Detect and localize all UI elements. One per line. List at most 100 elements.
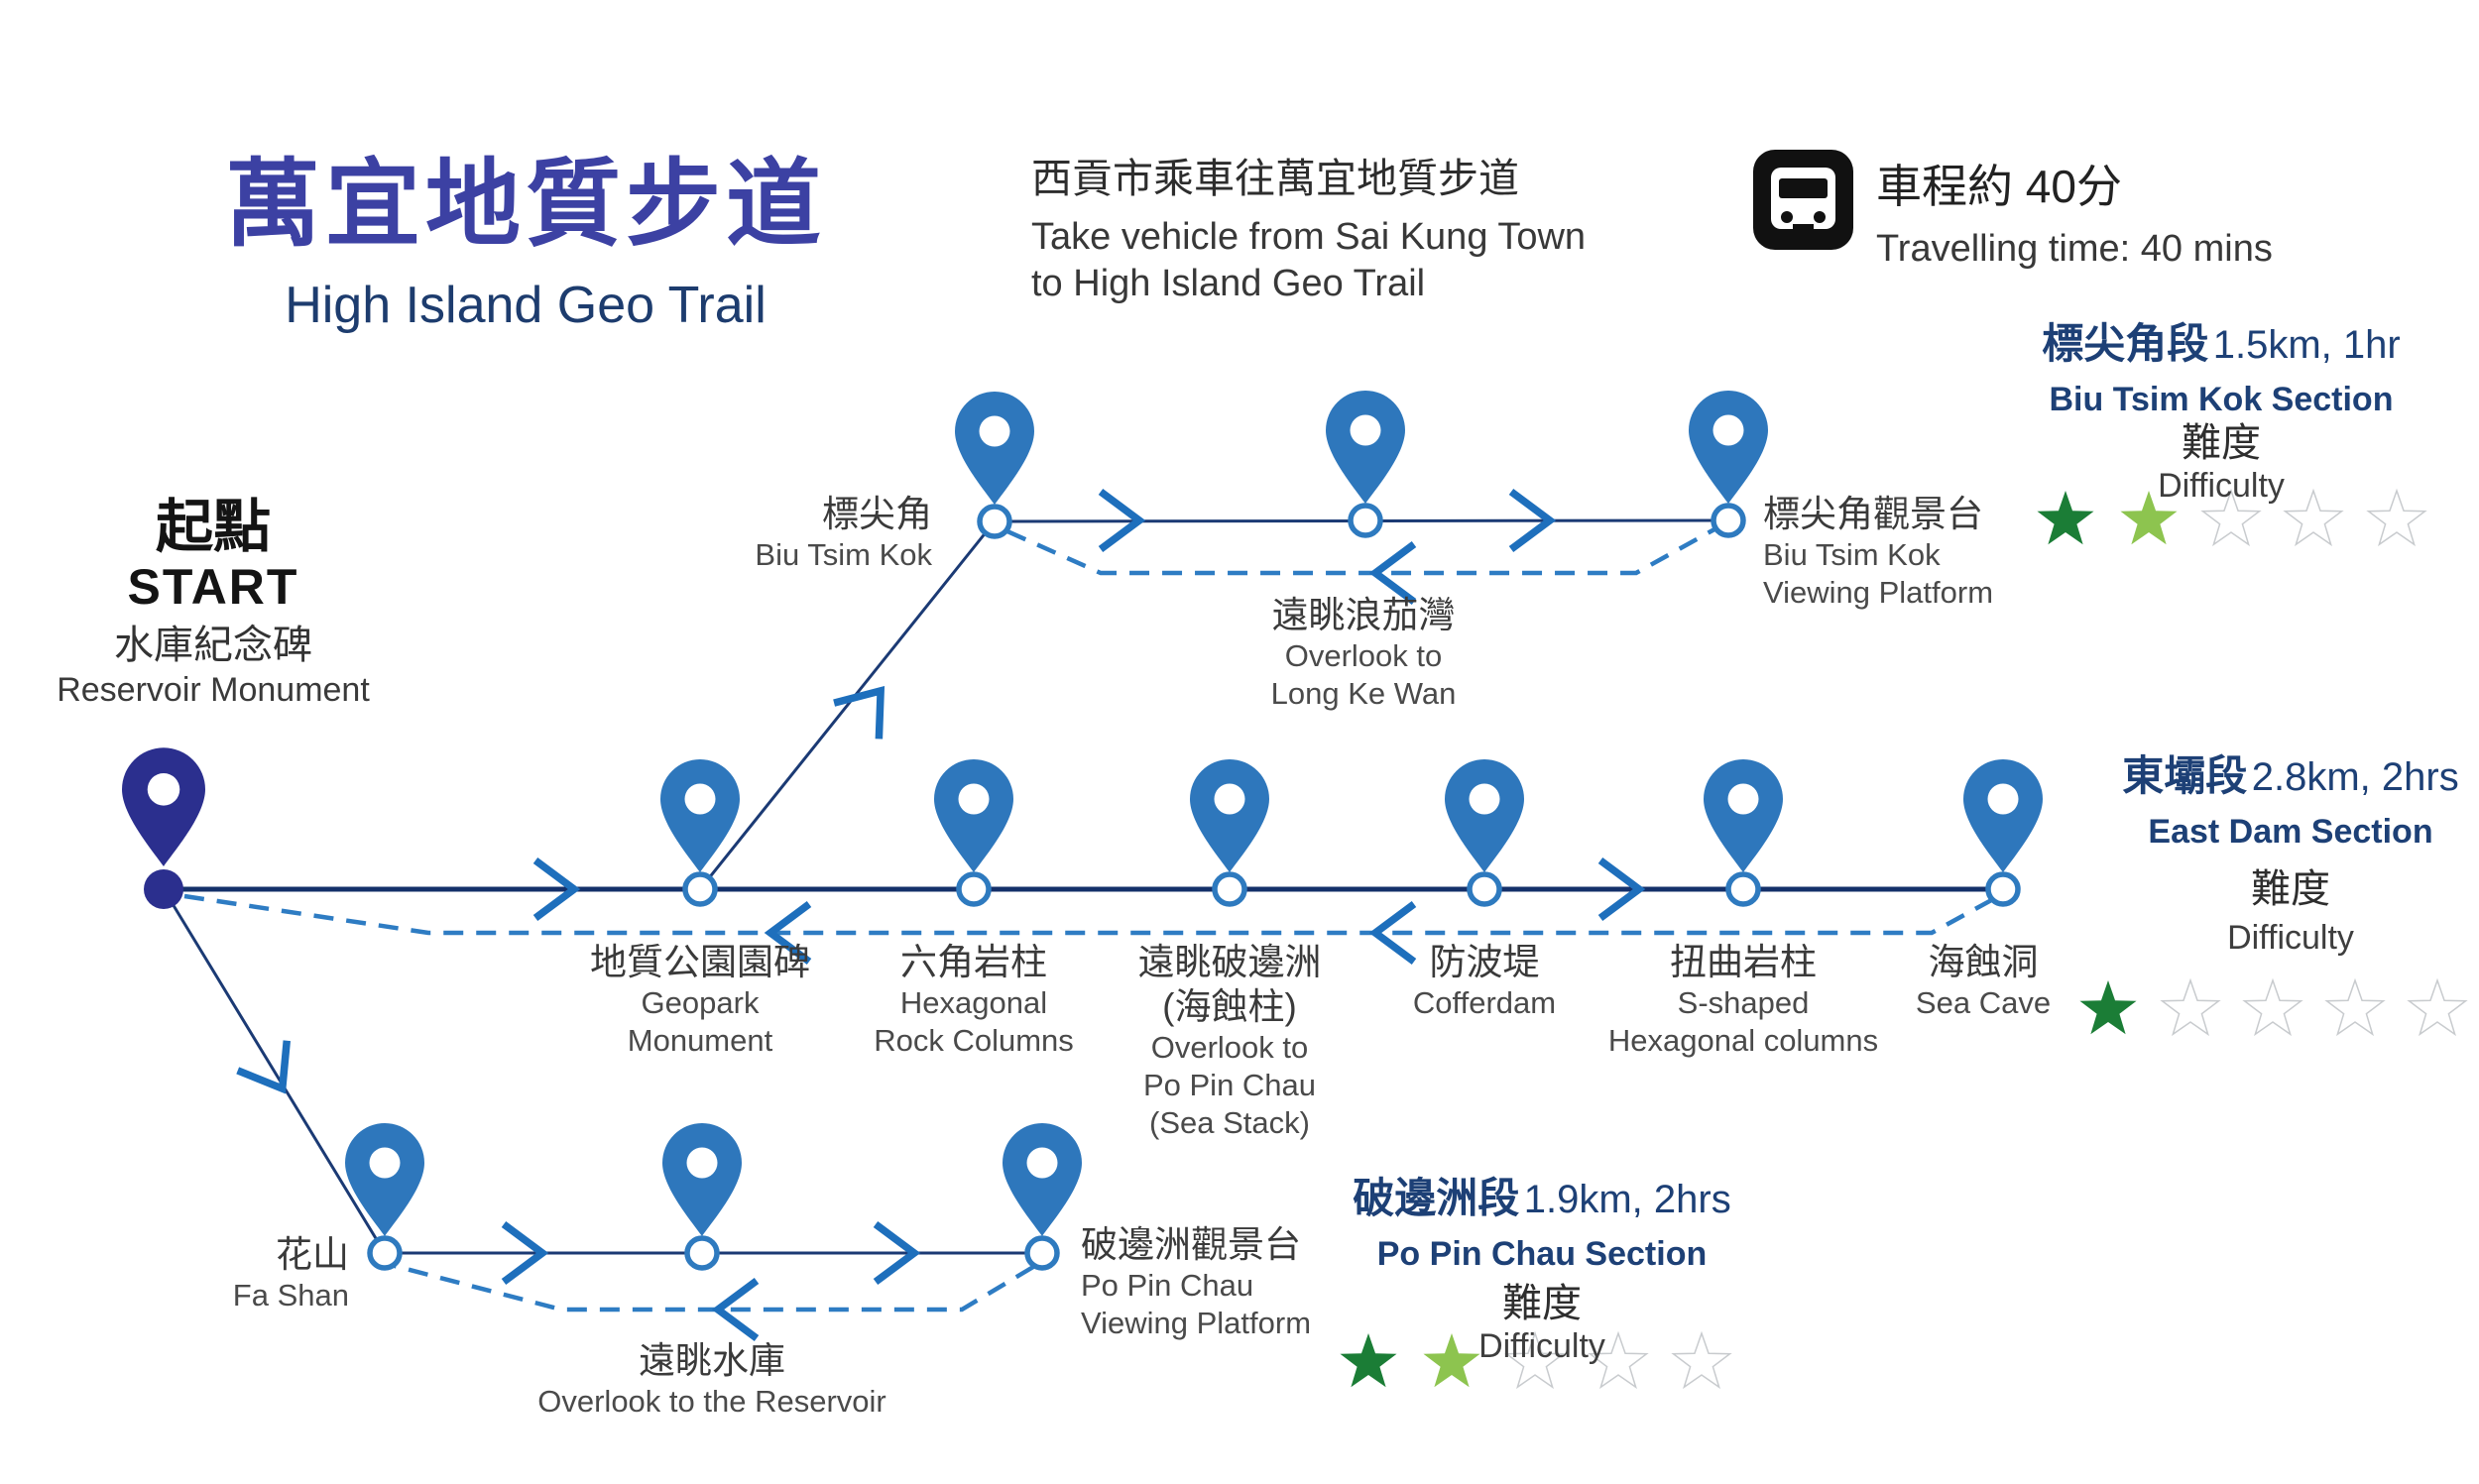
start-block: 起點 START 水庫紀念碑 Reservoir Monument — [15, 496, 412, 710]
transit-note-zh: 西貢市乘車往萬宜地質步道 — [1031, 156, 1519, 201]
stop-name-en: Overlook to — [1284, 638, 1443, 673]
stop-name-en: Rock Columns — [874, 1023, 1074, 1058]
map-pin-icon — [1963, 759, 2043, 872]
stop-label-fa-shan: 花山 Fa Shan — [111, 1232, 349, 1314]
travel-time: 車程約 40分 Travelling time: 40 mins — [1876, 151, 2273, 271]
return-dashed-east-dam — [183, 893, 1997, 936]
stop-node — [1024, 1235, 1060, 1271]
transit-note-en-1: Take vehicle from Sai Kung Town — [1031, 216, 1587, 258]
difficulty-label-zh: 難度 — [2251, 867, 2330, 911]
stop-name-en: Po Pin Chau — [1142, 1068, 1317, 1102]
stop-name-en: Biu Tsim Kok — [1763, 537, 1941, 572]
arrow-up-diagonal-icon — [834, 673, 903, 740]
stop-name-en: Fa Shan — [232, 1278, 349, 1313]
stop-name-zh: (海蝕柱) — [1162, 986, 1297, 1027]
difficulty-label-zh: 難度 — [1502, 1282, 1582, 1325]
map-pin-icon — [345, 1123, 424, 1236]
map-pin-icon — [955, 392, 1034, 505]
stop-name-en: Viewing Platform — [1081, 1306, 1312, 1340]
section-name-zh: 東壩段 — [2122, 752, 2248, 799]
stop-name-zh: 扭曲岩柱 — [1670, 942, 1817, 982]
start-pin-icon — [122, 747, 205, 866]
stop-node — [684, 1235, 720, 1271]
travel-time-en: Travelling time: 40 mins — [1876, 228, 2273, 270]
start-label-zh: 起點 — [155, 495, 271, 559]
stop-node — [1711, 503, 1746, 538]
section-po-pin-chau: 破邊洲段 1.9km, 2hrs Po Pin Chau Section 難度 … — [1344, 1174, 1740, 1366]
star-icon — [2243, 979, 2302, 1036]
stop-name-en: Biu Tsim Kok — [755, 537, 932, 572]
section-east-dam: 東壩段 2.8km, 2hrs East Dam Section 難度 Diff… — [2092, 751, 2479, 958]
return-dashed-biu-tsim-kok — [1006, 527, 1716, 576]
section-stats: 1.5km, 1hr — [2212, 323, 2401, 367]
difficulty-label-zh: 難度 — [2182, 421, 2261, 465]
transit-note: 西貢市乘車往萬宜地質步道 Take vehicle from Sai Kung … — [1031, 145, 1586, 307]
stop-name-zh: 防波堤 — [1429, 942, 1540, 982]
stop-name-zh: 標尖角觀景台 — [1763, 494, 1983, 534]
section-heading: 破邊洲段 1.9km, 2hrs — [1344, 1174, 1740, 1233]
map-pin-icon — [1190, 759, 1269, 872]
star-icon — [2325, 979, 2385, 1036]
stop-label-hexagonal-rock-columns: 六角岩柱 Hexagonal Rock Columns — [825, 940, 1122, 1060]
stop-name-zh: 遠眺破邊洲 — [1137, 942, 1322, 982]
section-name-en: East Dam Section — [2148, 813, 2433, 851]
stop-label-sea-cave: 海蝕洞 Sea Cave — [1834, 940, 2132, 1022]
section-name-en: Po Pin Chau Section — [1376, 1235, 1708, 1273]
stop-name-en: Geopark — [641, 985, 760, 1020]
bus-icon — [1753, 150, 1853, 250]
stop-label-s-shaped-columns: 扭曲岩柱 S-shaped Hexagonal columns — [1565, 940, 1922, 1060]
page-subtitle: High Island Geo Trail — [285, 277, 767, 334]
stop-name-zh: 花山 — [276, 1234, 349, 1275]
difficulty-label-en: Difficulty — [1478, 1327, 1605, 1365]
section-name-zh: 標尖角段 — [2042, 320, 2209, 367]
stop-name-zh: 標尖角 — [822, 494, 932, 534]
stop-name-en: Hexagonal — [899, 985, 1048, 1020]
map-pin-icon — [1689, 391, 1768, 504]
start-place-en: Reservoir Monument — [57, 671, 370, 709]
stop-label-po-pin-chau-viewing-platform: 破邊洲觀景台 Po Pin Chau Viewing Platform — [1081, 1222, 1418, 1342]
map-pin-icon — [1445, 759, 1524, 872]
section-biu-tsim-kok: 標尖角段 1.5km, 1hr Biu Tsim Kok Section 難度 … — [2023, 319, 2420, 506]
stop-label-po-pin-chau-overlook: 遠眺破邊洲 (海蝕柱) Overlook to Po Pin Chau (Sea… — [1061, 940, 1398, 1142]
stop-name-en: (Sea Stack) — [1149, 1105, 1310, 1140]
transit-note-en-2: to High Island Geo Trail — [1031, 263, 1426, 304]
stop-name-en: Monument — [627, 1023, 773, 1058]
stop-name-en: Overlook to — [1150, 1030, 1309, 1065]
stop-name-zh: 六角岩柱 — [900, 942, 1047, 982]
star-icon — [2408, 979, 2467, 1036]
stop-name-zh: 破邊洲觀景台 — [1081, 1224, 1301, 1265]
stop-label-biu-tsim-kok: 標尖角 Biu Tsim Kok — [684, 492, 932, 574]
stop-node — [682, 871, 718, 907]
stop-name-zh: 海蝕洞 — [1928, 942, 2039, 982]
section-heading: 標尖角段 1.5km, 1hr — [2023, 319, 2420, 379]
stop-name-zh: 遠眺浪茄灣 — [1271, 595, 1456, 635]
map-pin-icon — [934, 759, 1013, 872]
difficulty-label-en: Difficulty — [2158, 467, 2285, 505]
section-stats: 1.9km, 2hrs — [1523, 1178, 1731, 1221]
start-node — [144, 869, 183, 909]
difficulty-stars-east-dam — [2079, 979, 2467, 1036]
page-title: 萬宜地質步道 — [225, 152, 826, 258]
stop-node — [367, 1235, 403, 1271]
stop-name-en: Overlook to the Reservoir — [537, 1384, 886, 1419]
stop-label-geopark-monument: 地質公園園碑 Geopark Monument — [551, 940, 849, 1060]
stop-name-en: Hexagonal columns — [1607, 1023, 1879, 1058]
stop-name-en: S-shaped — [1677, 985, 1810, 1020]
stop-name-en: Cofferdam — [1412, 985, 1557, 1020]
stop-name-en: Po Pin Chau — [1081, 1268, 1254, 1303]
arrow-down-diagonal-icon — [238, 1041, 307, 1103]
difficulty-label-en: Difficulty — [2227, 919, 2354, 957]
stop-node — [1985, 871, 2021, 907]
stop-node — [956, 871, 992, 907]
stop-name-en: Viewing Platform — [1763, 575, 1994, 610]
trail-line-to-fa-shan — [162, 888, 387, 1254]
stop-label-cofferdam: 防波堤 Cofferdam — [1336, 940, 1633, 1022]
trail-line-to-biu-tsim-kok — [698, 520, 997, 890]
stop-label-reservoir-overlook: 遠眺水庫 Overlook to the Reservoir — [464, 1338, 960, 1421]
return-dashed-po-pin-chau — [394, 1263, 1035, 1313]
stop-name-en: Long Ke Wan — [1270, 676, 1457, 711]
stop-node — [1467, 871, 1502, 907]
map-pin-icon — [1326, 391, 1405, 504]
